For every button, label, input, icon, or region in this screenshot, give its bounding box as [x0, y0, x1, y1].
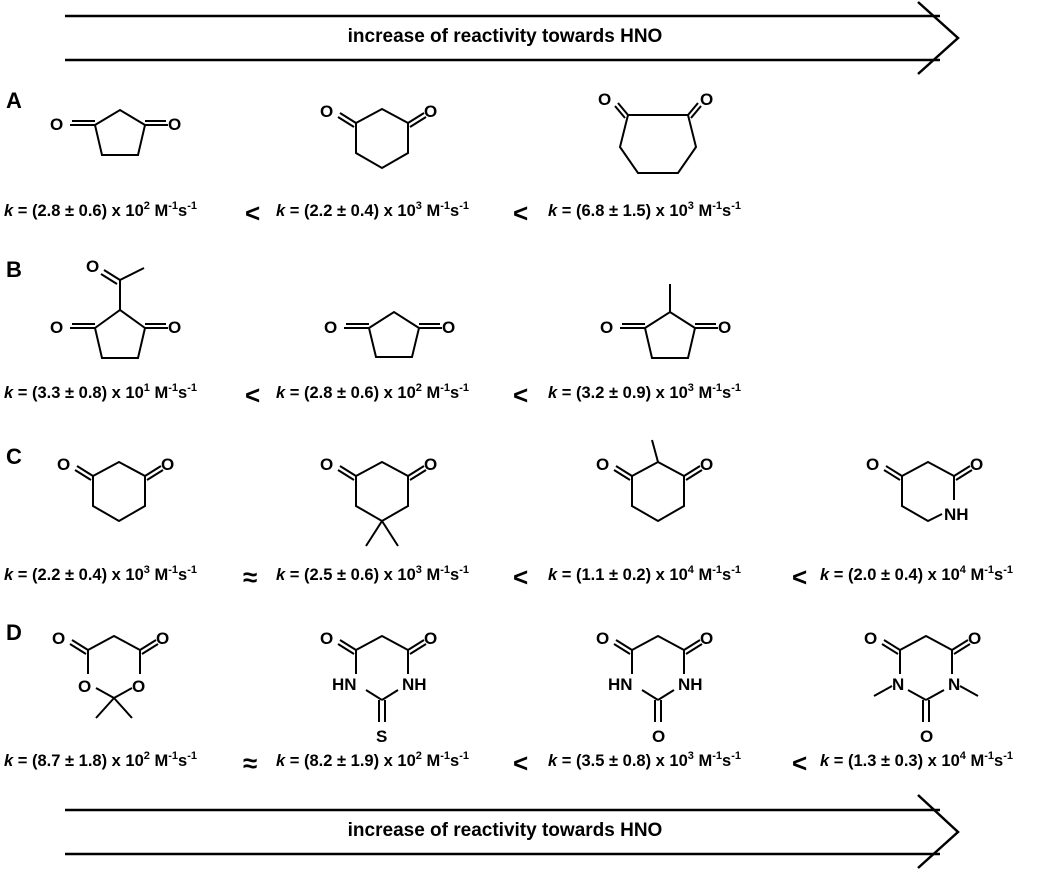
rate-d-1: k = (8.7 ± 1.8) x 102 M-1s-1 — [4, 750, 197, 771]
row-letter-a: A — [6, 88, 22, 113]
atom-o: O — [320, 629, 333, 648]
atom-o: O — [652, 727, 665, 746]
rate-b-1: k = (3.3 ± 0.8) x 101 M-1s-1 — [4, 382, 197, 403]
rate-d-4: k = (1.3 ± 0.3) x 104 M-1s-1 — [820, 750, 1013, 771]
relation-d-3: < — [792, 748, 808, 778]
atom-o: O — [700, 629, 713, 648]
molecule-cyclohexanedione: O O — [320, 102, 437, 170]
atom-nh: NH — [402, 675, 427, 694]
atom-o: O — [596, 629, 609, 648]
molecule-methyl-cyclopentanedione: O O — [600, 284, 731, 359]
rate-c-4: k = (2.0 ± 0.4) x 104 M-1s-1 — [820, 564, 1013, 585]
relation-c-3: < — [792, 562, 808, 592]
arrow-shape — [65, 794, 960, 869]
arrow-label-bottom: increase of reactivity towards HNO — [347, 820, 663, 841]
relation-a-1: < — [245, 198, 261, 228]
atom-n: N — [892, 675, 904, 694]
rate-c-2: k = (2.5 ± 0.6) x 103 M-1s-1 — [276, 564, 469, 585]
molecule-meldrums-acid: O O O O — [52, 629, 169, 719]
rate-a-2: k = (2.2 ± 0.4) x 103 M-1s-1 — [276, 200, 469, 221]
relation-b-1: < — [245, 380, 261, 410]
rate-c-1: k = (2.2 ± 0.4) x 103 M-1s-1 — [4, 564, 197, 585]
relation-a-2: < — [513, 198, 529, 228]
relation-d-1: ≈ — [243, 748, 258, 778]
molecule-cyclopentanedione-b: O O — [324, 310, 455, 358]
atom-o: O — [600, 318, 613, 337]
molecule-cyclopentanedione: O O — [50, 108, 181, 156]
rate-b-2: k = (2.8 ± 0.6) x 102 M-1s-1 — [276, 382, 469, 403]
arrow-shape — [65, 1, 960, 75]
atom-o: O — [320, 102, 333, 121]
row-letter-c: C — [6, 444, 22, 469]
atom-nh: NH — [678, 675, 703, 694]
rate-c-3: k = (1.1 ± 0.2) x 104 M-1s-1 — [548, 564, 741, 585]
molecule-piperidinedione: O O NH — [866, 455, 983, 524]
atom-o: O — [598, 90, 611, 109]
atom-o: O — [132, 677, 145, 696]
molecule-methyl-cyclohexanedione: O O — [596, 439, 713, 523]
atom-o: O — [968, 629, 981, 648]
molecule-cycloheptanedione: O O — [598, 90, 713, 174]
atom-o: O — [866, 455, 879, 474]
atom-o: O — [50, 115, 63, 134]
atom-o: O — [52, 629, 65, 648]
atom-o: O — [920, 727, 933, 746]
row-letter-d: D — [6, 620, 22, 645]
atom-o: O — [442, 318, 455, 337]
molecule-dimethylbarbituric-acid: O O N N O — [864, 629, 981, 746]
atom-n: N — [948, 675, 960, 694]
atom-o: O — [161, 455, 174, 474]
atom-nh: NH — [944, 505, 969, 524]
atom-hn: HN — [608, 675, 633, 694]
atom-o: O — [168, 318, 181, 337]
relation-d-2: < — [513, 748, 529, 778]
atom-o: O — [700, 90, 713, 109]
arrow-label-top: increase of reactivity towards HNO — [347, 26, 663, 47]
atom-o: O — [970, 455, 983, 474]
atom-o: O — [718, 318, 731, 337]
atom-o: O — [156, 629, 169, 648]
molecule-dimedone: O O — [320, 455, 437, 547]
atom-o: O — [596, 455, 609, 474]
molecule-barbituric-acid: O O HN NH O — [596, 629, 713, 746]
rate-b-3: k = (3.2 ± 0.9) x 103 M-1s-1 — [548, 382, 741, 403]
atom-o: O — [57, 455, 70, 474]
relation-c-1: ≈ — [243, 562, 258, 592]
atom-o: O — [424, 102, 437, 121]
atom-o: O — [86, 257, 99, 276]
rate-a-3: k = (6.8 ± 1.5) x 103 M-1s-1 — [548, 200, 741, 221]
row-letter-b: B — [6, 257, 22, 282]
rate-d-3: k = (3.5 ± 0.8) x 103 M-1s-1 — [548, 750, 741, 771]
molecule-acetyl-cyclopentanedione: O O O — [50, 257, 181, 359]
atom-o: O — [424, 629, 437, 648]
atom-hn: HN — [332, 675, 357, 694]
atom-o: O — [864, 629, 877, 648]
atom-o: O — [324, 318, 337, 337]
rate-d-2: k = (8.2 ± 1.9) x 102 M-1s-1 — [276, 750, 469, 771]
atom-o: O — [320, 455, 333, 474]
relation-b-2: < — [513, 380, 529, 410]
rate-a-1: k = (2.8 ± 0.6) x 102 M-1s-1 — [4, 200, 197, 221]
top-reactivity-arrow: increase of reactivity towards HNO — [0, 0, 1052, 78]
atom-o: O — [424, 455, 437, 474]
relation-c-2: < — [513, 562, 529, 592]
atom-o: O — [50, 318, 63, 337]
atom-o: O — [78, 677, 91, 696]
atom-s: S — [376, 727, 387, 746]
molecule-cyclohexanedione-c: O O — [57, 455, 174, 523]
bottom-reactivity-arrow: increase of reactivity towards HNO — [0, 791, 1052, 869]
molecule-thiobarbituric-acid: O O HN NH S — [320, 629, 437, 746]
atom-o: O — [168, 115, 181, 134]
atom-o: O — [700, 455, 713, 474]
